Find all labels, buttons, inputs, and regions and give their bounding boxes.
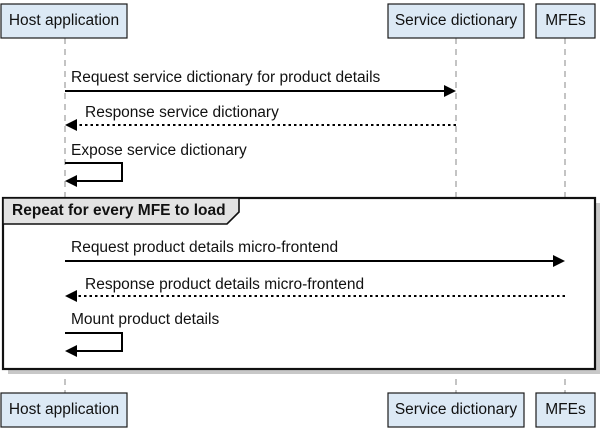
participant-label: Host application (9, 401, 119, 418)
message-request-product-details-mfe: Request product details micro-frontend (65, 239, 565, 267)
message-request-service-dictionary: Request service dictionary for product d… (65, 69, 456, 97)
loop-label-tab (2, 197, 240, 225)
message-self-loop-line (65, 332, 123, 352)
participant-label: Service dictionary (395, 401, 518, 418)
message-label: Response product details micro-frontend (85, 276, 364, 293)
participant-label: Host application (9, 12, 119, 29)
message-expose-service-dictionary: Expose service dictionary (65, 142, 247, 187)
participant-label: Service dictionary (395, 12, 518, 29)
message-label: Request product details micro-frontend (71, 239, 338, 256)
participant-mfes-top: MFEs (535, 3, 596, 39)
message-label: Expose service dictionary (71, 142, 247, 159)
loop-label: Repeat for every MFE to load (12, 202, 226, 219)
participant-label: MFEs (545, 12, 586, 29)
participant-mfes-bottom: MFEs (535, 392, 596, 428)
arrowhead-left-icon (65, 119, 77, 131)
message-label: Mount product details (71, 311, 219, 328)
arrowhead-right-icon (553, 255, 565, 267)
message-mount-product-details: Mount product details (65, 311, 219, 357)
message-response-product-details-mfe: Response product details micro-frontend (65, 276, 565, 302)
arrowhead-left-icon (65, 290, 77, 302)
participant-host-application-bottom: Host application (0, 392, 128, 428)
arrowhead-left-icon (65, 175, 77, 187)
message-label: Response service dictionary (85, 104, 279, 121)
arrowhead-left-icon (65, 345, 77, 357)
message-self-loop-line (65, 162, 123, 182)
participant-label: MFEs (545, 401, 586, 418)
participant-service-dictionary-top: Service dictionary (387, 3, 525, 39)
message-response-service-dictionary: Response service dictionary (65, 104, 456, 131)
message-label: Request service dictionary for product d… (71, 69, 381, 86)
participant-service-dictionary-bottom: Service dictionary (387, 392, 525, 428)
participant-host-application-top: Host application (0, 3, 128, 39)
loop-frame: Repeat for every MFE to load (1, 196, 600, 374)
loop-frame-border (1, 196, 597, 371)
arrowhead-right-icon (444, 85, 456, 97)
